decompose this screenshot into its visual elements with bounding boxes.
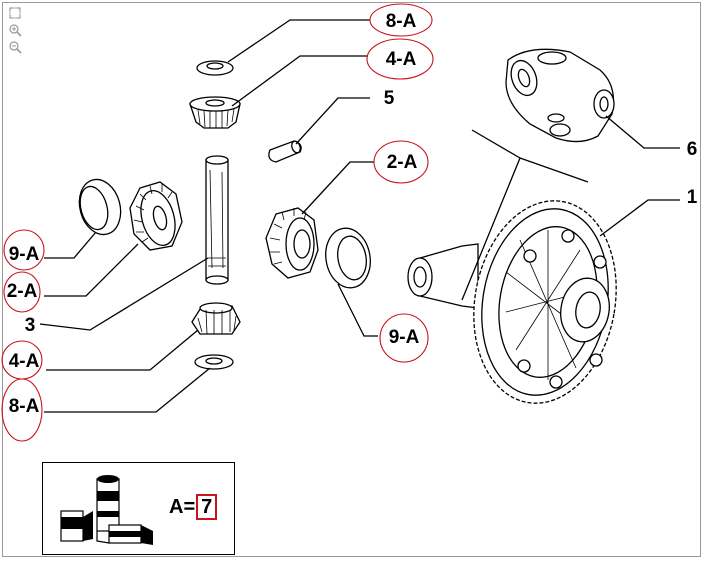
- svg-text:9-A: 9-A: [9, 244, 40, 265]
- callout-4a-bottom: 4-A: [1, 340, 43, 380]
- svg-text:5: 5: [384, 88, 395, 109]
- thrust-washer-right[interactable]: [321, 225, 375, 292]
- planet-shaft[interactable]: [205, 155, 229, 285]
- leader-9a-right: [337, 283, 378, 337]
- bevel-gear-top[interactable]: [189, 96, 241, 129]
- leader-3: [39, 257, 209, 331]
- callout-8a-bottom: 8-A: [1, 378, 43, 442]
- leader-2a-left: [44, 243, 139, 297]
- svg-text:3: 3: [25, 315, 36, 336]
- thrust-washer-bottom[interactable]: [194, 354, 234, 370]
- svg-text:4-A: 4-A: [386, 49, 417, 70]
- legend-text: A=7: [169, 494, 218, 520]
- callout-3: 3: [25, 315, 36, 336]
- ring-gear-carrier[interactable]: [407, 129, 632, 415]
- zoom-toolbar: [8, 6, 24, 62]
- callout-6: 6: [687, 139, 698, 160]
- fit-page-icon[interactable]: [8, 6, 22, 20]
- svg-text:2-A: 2-A: [7, 281, 38, 302]
- bevel-gear-bottom[interactable]: [191, 302, 241, 335]
- svg-text:8-A: 8-A: [386, 11, 417, 32]
- callout-2a-left: 2-A: [3, 271, 41, 313]
- differential-housing[interactable]: [505, 48, 615, 143]
- svg-text:1: 1: [687, 187, 698, 208]
- leader-9a-left: [44, 231, 97, 259]
- legend-value: 7: [196, 494, 218, 520]
- side-gear-right[interactable]: [265, 207, 319, 279]
- svg-text:9-A: 9-A: [389, 327, 420, 348]
- thrust-washer-top[interactable]: [196, 60, 234, 76]
- thrust-washer-left[interactable]: [73, 175, 126, 239]
- svg-text:2-A: 2-A: [387, 152, 418, 173]
- legend-prefix: A=: [169, 496, 196, 518]
- svg-text:4-A: 4-A: [9, 351, 40, 372]
- callout-1: 1: [687, 187, 698, 208]
- svg-text:6: 6: [687, 139, 698, 160]
- callout-9a-right: 9-A: [379, 313, 429, 363]
- leader-8a-top: [227, 19, 370, 63]
- callout-4a-top: 4-A: [366, 38, 434, 80]
- leader-2a-right: [301, 161, 374, 215]
- legend-box: A=7: [42, 462, 235, 555]
- leader-5: [295, 97, 370, 145]
- leader-1: [599, 199, 680, 237]
- svg-text:8-A: 8-A: [9, 396, 40, 417]
- callout-2a-right: 2-A: [373, 140, 429, 184]
- leader-lines: [39, 19, 680, 413]
- side-gear-left[interactable]: [129, 181, 183, 251]
- leader-6: [605, 115, 680, 149]
- zoom-in-icon[interactable]: [8, 23, 22, 37]
- leader-4a-bottom: [46, 329, 199, 371]
- zoom-out-icon[interactable]: [8, 40, 22, 54]
- callout-8a-top: 8-A: [369, 3, 433, 37]
- leader-4a-top: [231, 55, 368, 107]
- locking-pin[interactable]: [268, 140, 302, 163]
- lubricant-products-icon: [60, 475, 153, 545]
- callout-5: 5: [384, 88, 395, 109]
- callout-9a-left: 9-A: [3, 229, 45, 271]
- leader-8a-bottom: [44, 367, 211, 413]
